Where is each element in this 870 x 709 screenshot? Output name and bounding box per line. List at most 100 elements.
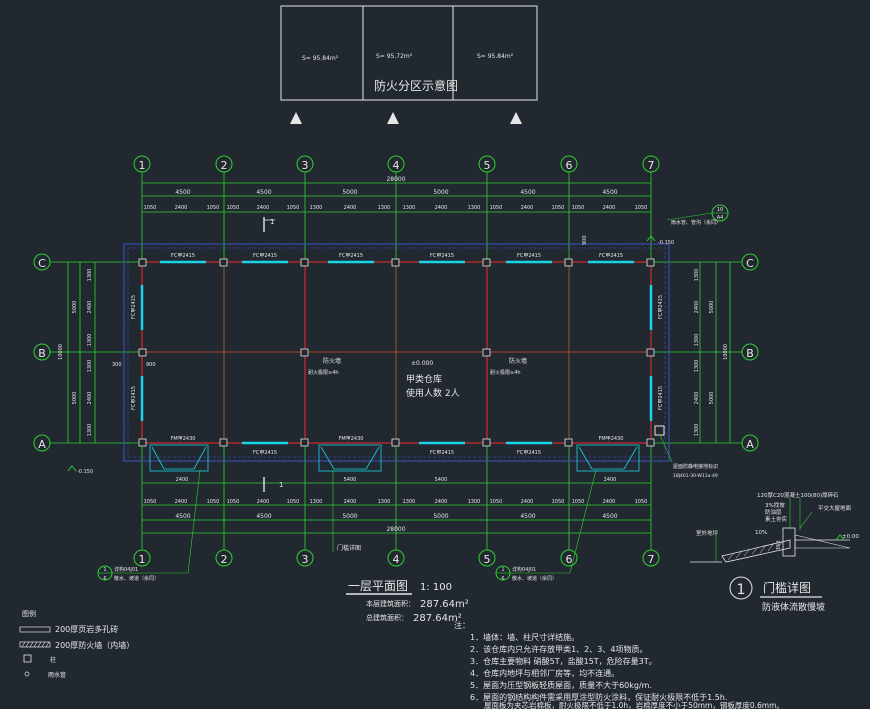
- threshold-slab: [721, 539, 791, 563]
- bottom-bay-dims: 4500 4500 5000 5000 4500 4500: [175, 513, 617, 520]
- bottom-segment-dims: 1050 2400 1050 1050 2400 1050 1300 2400 …: [144, 499, 648, 505]
- firewall-label: 防火墙: [509, 357, 527, 365]
- axis-bubbles-side: C B A C B A: [33, 253, 759, 452]
- svg-text:5000: 5000: [342, 189, 357, 196]
- svg-text:2400: 2400: [87, 301, 93, 314]
- svg-text:5000: 5000: [72, 392, 78, 405]
- svg-text:3．仓库主要物料 硝酸5T，盐酸15T，危险存量3T。: 3．仓库主要物料 硝酸5T，盐酸15T，危险存量3T。: [470, 656, 657, 666]
- svg-text:1050: 1050: [144, 205, 157, 211]
- svg-text:1050: 1050: [207, 499, 220, 505]
- svg-text:FM甲2430: FM甲2430: [171, 436, 196, 442]
- svg-text:6．屋面的钢结构构件需采用厚涂型防火涂料，保证耐火极限不低于: 6．屋面的钢结构构件需采用厚涂型防火涂料，保证耐火极限不低于1.5h.: [470, 692, 727, 702]
- svg-text:1300: 1300: [87, 424, 93, 437]
- svg-text:2400: 2400: [344, 205, 357, 211]
- fire-zone-diagram: S= 95.84m² S= 95.72m² S= 95.84m² 防火分区示意图: [280, 5, 538, 124]
- svg-text:2400: 2400: [87, 392, 93, 405]
- svg-text:屋面板为夹芯岩棉板，耐火极限不低于1.0h，岩棉厚度不小于5: 屋面板为夹芯岩棉板，耐火极限不低于1.0h，岩棉厚度不小于50mm，钢板厚度0.…: [484, 700, 784, 709]
- detail-number: 1: [737, 582, 746, 598]
- svg-text:1050: 1050: [227, 499, 240, 505]
- leader-line: [659, 434, 673, 463]
- svg-text:1: 1: [501, 567, 504, 573]
- detail-top-label: 3%找坡: [765, 501, 785, 509]
- svg-text:1050: 1050: [227, 205, 240, 211]
- svg-text:2400: 2400: [435, 499, 448, 505]
- svg-text:1300: 1300: [378, 499, 391, 505]
- svg-text:1050: 1050: [287, 499, 300, 505]
- detail-dim: 150: [776, 540, 782, 550]
- top-dimension-lines: [142, 182, 651, 213]
- svg-text:2400: 2400: [694, 392, 700, 405]
- svg-text:5000: 5000: [433, 513, 448, 520]
- legend-title: 图例: [22, 609, 36, 618]
- svg-text:4500: 4500: [602, 189, 617, 196]
- axis-number: 1: [139, 553, 146, 566]
- svg-text:5000: 5000: [709, 392, 715, 405]
- svg-text:1050: 1050: [144, 499, 157, 505]
- elevation-marker-icon: [67, 465, 77, 472]
- svg-text:1050: 1050: [490, 499, 503, 505]
- elevation-marker-icon: [646, 235, 656, 242]
- svg-text:5000: 5000: [709, 301, 715, 314]
- axis-letter: C: [38, 257, 46, 270]
- svg-text:2400: 2400: [521, 205, 534, 211]
- legend-column-swatch: [23, 654, 32, 663]
- plan-title: 一层平面图: [348, 579, 408, 593]
- fire-zone-area: S= 95.72m²: [376, 53, 413, 60]
- svg-text:FC甲2415: FC甲2415: [658, 386, 664, 410]
- svg-text:1300: 1300: [310, 205, 323, 211]
- svg-text:1300: 1300: [694, 424, 700, 437]
- axis-number: 1: [139, 159, 146, 172]
- svg-text:2400: 2400: [175, 205, 188, 211]
- svg-text:1050: 1050: [572, 499, 585, 505]
- legend-rain-pipe-icon: [24, 671, 30, 677]
- svg-text:5400: 5400: [344, 477, 357, 483]
- svg-text:1050: 1050: [635, 205, 648, 211]
- svg-text:4500: 4500: [256, 513, 271, 520]
- axis-number: 3: [302, 159, 309, 172]
- leader-line: [666, 212, 713, 221]
- svg-text:6: 6: [501, 576, 504, 582]
- svg-text:详构04J01: 详构04J01: [512, 566, 536, 573]
- legend-hatch-icon: [21, 641, 50, 648]
- sign-note: 屋面防静电接地标识: [673, 463, 718, 470]
- axis-number: 2: [221, 553, 228, 566]
- detail-title: 门槛详图: [763, 580, 811, 595]
- svg-text:FC甲2415: FC甲2415: [517, 253, 541, 259]
- svg-text:4500: 4500: [520, 513, 535, 520]
- detail-top-label: 素土夯实: [765, 515, 788, 523]
- legend: 图例 200厚页岩多孔砖 200厚防火墙（内墙） 柱 雨水管: [19, 609, 134, 679]
- svg-text:FC甲2415: FC甲2415: [599, 253, 623, 259]
- elevation-label: -0.150: [658, 240, 674, 246]
- north-arrow-icon: [510, 112, 522, 124]
- sign-note-ref: 18J401-30-W11a-49: [673, 473, 718, 479]
- section-mark-label: 1: [279, 481, 283, 489]
- legend-firewall-swatch: [19, 641, 51, 648]
- elevation-marker-icon: [835, 534, 845, 541]
- svg-text:详构04J01: 详构04J01: [114, 566, 138, 573]
- rain-pipe-note: 雨水管、管沟（余同）: [671, 219, 721, 226]
- legend-brick-swatch: [19, 626, 51, 633]
- firewall-rating: 耐火极限≥4h: [308, 369, 339, 376]
- axis-number: 5: [484, 159, 491, 172]
- axis-bubbles-top: 1 2 3 4 5 6 7: [133, 155, 660, 173]
- elevation-label: -0.150: [77, 469, 93, 475]
- axis-number: 7: [648, 553, 655, 566]
- svg-text:4500: 4500: [256, 189, 271, 196]
- svg-text:1300: 1300: [87, 360, 93, 373]
- floor-area-label: 本层建筑面积：: [366, 599, 415, 608]
- detail-level: ±0.00: [842, 534, 859, 540]
- axis-letter: B: [38, 347, 46, 360]
- svg-text:5．屋面为压型钢板轻质屋面，质量不大于60kg/m.: 5．屋面为压型钢板轻质屋面，质量不大于60kg/m.: [470, 680, 652, 690]
- svg-text:1050: 1050: [552, 205, 565, 211]
- windows-side: [140, 285, 653, 421]
- svg-text:2．该仓库内只允许存放甲类1、2、3、4项物质。: 2．该仓库内只允许存放甲类1、2、3、4项物质。: [470, 644, 647, 654]
- top-segment-dims: 1050 2400 1050 1050 2400 1050 1300 2400 …: [144, 205, 648, 211]
- notes: 注： 1．墙体：墙、柱尺寸详结施。 2．该仓库内只允许存放甲类1、2、3、4项物…: [454, 620, 784, 709]
- svg-text:FC甲2415: FC甲2415: [430, 253, 454, 259]
- svg-text:2400: 2400: [604, 477, 617, 483]
- svg-text:FC甲2415: FC甲2415: [339, 253, 363, 259]
- svg-text:2400: 2400: [603, 499, 616, 505]
- detail-subtitle: 防液体流散慢坡: [762, 601, 825, 613]
- svg-text:FC甲2415: FC甲2415: [430, 450, 454, 456]
- svg-text:2400: 2400: [344, 499, 357, 505]
